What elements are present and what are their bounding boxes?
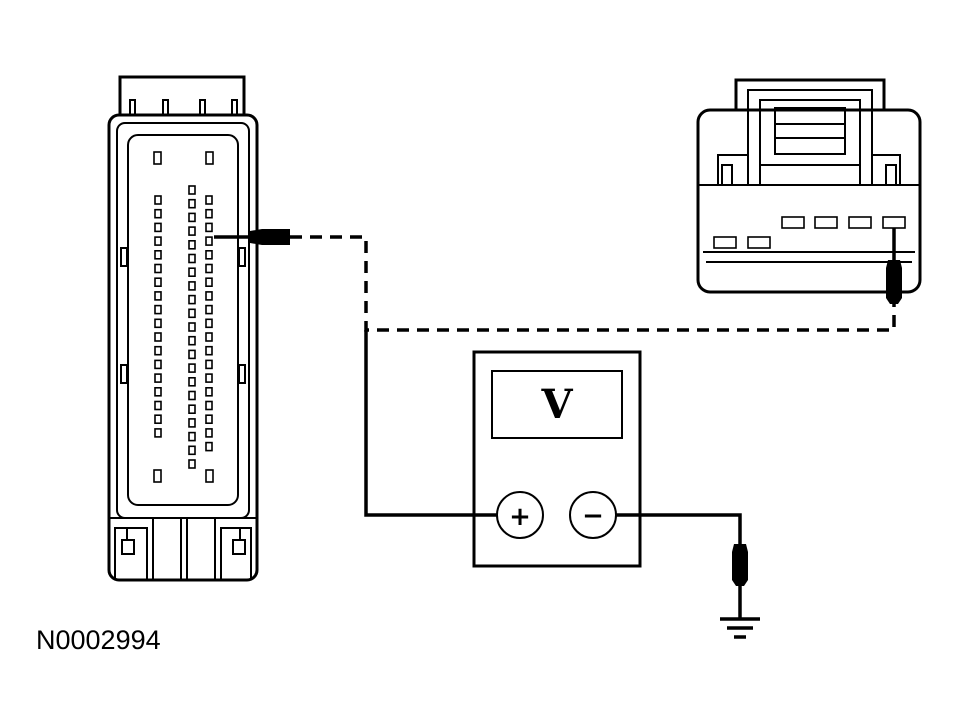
connector-pin [154, 345, 162, 356]
connector-pin [154, 304, 162, 315]
connector-pin [154, 277, 162, 288]
connector-pin [205, 414, 213, 425]
voltmeter: V + − [472, 350, 642, 568]
connector-pin [154, 208, 162, 219]
module-connector [107, 75, 259, 582]
connector-pin [205, 277, 213, 288]
connector-pin [188, 226, 196, 236]
connector-pin [205, 318, 213, 329]
connector-pin [154, 236, 162, 246]
connector-pin [188, 185, 196, 195]
ground-symbol-icon [720, 617, 760, 639]
connector-pin [154, 359, 162, 370]
connector-pin [205, 441, 213, 452]
connector-pin [205, 359, 213, 370]
connector-pin [205, 195, 213, 205]
connector-pin [188, 404, 196, 415]
connector-pin [154, 250, 162, 260]
connector-pin [205, 304, 213, 315]
meter-display-symbol: V [540, 381, 573, 428]
connector-pin [188, 431, 196, 442]
connector-pin [188, 253, 196, 264]
connector-pin [205, 386, 213, 397]
connector-pin [188, 267, 196, 278]
connector-pin [205, 332, 213, 342]
dashed-jumper-lead [290, 235, 896, 332]
connector-pin [188, 198, 196, 209]
connector-pin [188, 212, 196, 223]
connector-pin [205, 400, 213, 411]
connector-pin [205, 373, 213, 383]
positive-terminal [496, 491, 544, 539]
connector-pin [188, 322, 196, 332]
connector-pin [188, 445, 196, 456]
connector-pin [154, 332, 162, 342]
connector-pin [188, 418, 196, 428]
connector-pin [205, 250, 213, 260]
connector-pin [205, 291, 213, 301]
connector-pin [205, 345, 213, 356]
connector-pin [188, 459, 196, 469]
connector-pin [154, 414, 162, 425]
connector-pin [188, 335, 196, 346]
connector-pin [188, 376, 196, 387]
connector-pin [188, 390, 196, 401]
connector-pin [205, 263, 213, 274]
connector-pin [188, 349, 196, 360]
component-connector [696, 78, 922, 294]
connector-pin [154, 400, 162, 411]
connector-pin [188, 240, 196, 250]
connector-pin [154, 263, 162, 274]
positive-terminal-sign: + [509, 502, 531, 532]
connector-test-probe [886, 228, 902, 304]
connector-pin [154, 195, 162, 205]
connector-pin [188, 281, 196, 291]
figure-reference: N0002994 [36, 625, 161, 655]
connector-pin [188, 363, 196, 373]
connector-pin [205, 236, 213, 246]
connector-pin [154, 222, 162, 233]
ground-lead [616, 513, 748, 618]
connector-pin [154, 291, 162, 301]
connector-pin [154, 318, 162, 329]
module-test-probe [214, 229, 290, 245]
meter-display [491, 370, 623, 439]
connector-pin [205, 428, 213, 438]
connector-pin [154, 373, 162, 383]
connector-pin [154, 428, 162, 438]
connector-pin [205, 222, 213, 233]
negative-terminal-sign: − [582, 501, 604, 531]
connector-pin [188, 294, 196, 305]
connector-pin [205, 208, 213, 219]
connector-pin [154, 386, 162, 397]
connector-pin [188, 308, 196, 319]
positive-lead [364, 330, 497, 517]
